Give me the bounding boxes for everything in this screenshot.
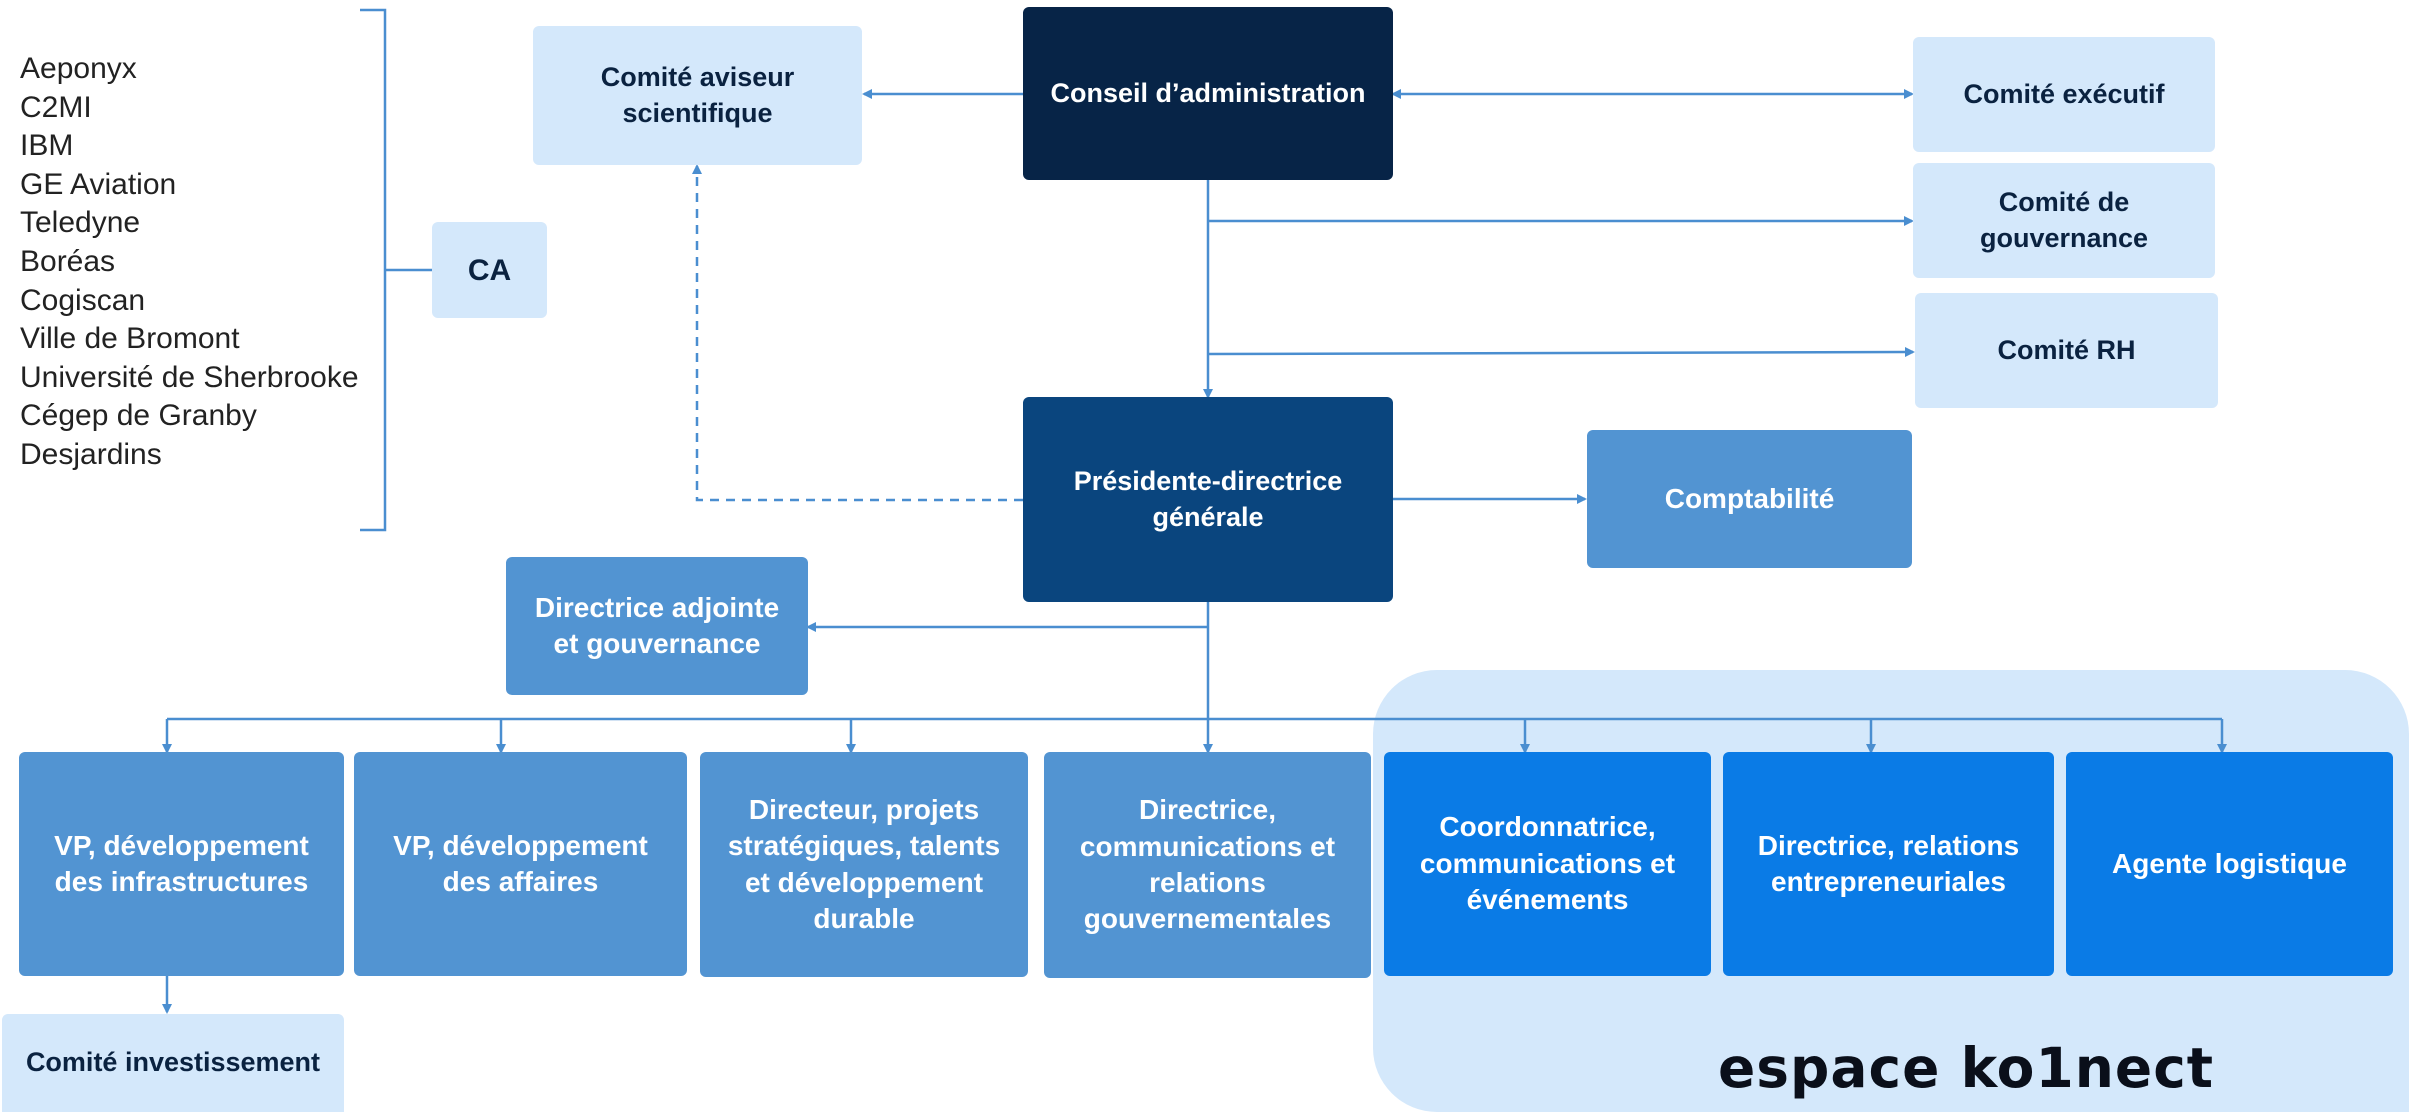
comptabilite-box: Comptabilité — [1587, 430, 1912, 568]
comite-executif-box: Comité exécutif — [1913, 37, 2215, 152]
to-rh-arrow — [1207, 347, 1915, 358]
agente-logistique-box: Agente logistique — [2066, 752, 2393, 976]
directeur-projets-box: Directeur, projets stratégiques, talents… — [700, 752, 1028, 977]
presidente-directrice-box: Présidente-directrice générale — [1023, 397, 1393, 602]
directrice-comm-gouv-box: Directrice, communications et relations … — [1044, 752, 1371, 978]
comite-aviseur-box: Comité aviseur scientifique — [533, 26, 862, 165]
member-item: C2MI — [20, 90, 92, 124]
member-item: Université de Sherbrooke — [20, 360, 359, 394]
member-item: Desjardins — [20, 437, 162, 471]
member-list: Aeponyx C2MI IBM GE Aviation Teledyne Bo… — [20, 50, 359, 475]
directrice-adjointe-box: Directrice adjointe et gouvernance — [506, 557, 808, 695]
comite-gouvernance-box: Comité de gouvernance — [1913, 163, 2215, 278]
coordonnatrice-box: Coordonnatrice, communications et événem… — [1384, 752, 1711, 976]
comite-investissement-box: Comité investissement — [2, 1014, 344, 1112]
ca-box: CA — [432, 222, 547, 318]
vp-affaires-box: VP, développement des affaires — [354, 752, 687, 976]
member-item: Teledyne — [20, 206, 141, 240]
member-item: Aeponyx — [20, 52, 137, 85]
member-item: Ville de Bromont — [20, 322, 240, 356]
comite-rh-box: Comité RH — [1915, 293, 2218, 408]
member-item: GE Aviation — [20, 167, 177, 201]
member-item: Cogiscan — [20, 283, 146, 317]
conseil-administration-box: Conseil d’administration — [1023, 7, 1393, 180]
presidente-to-aviseur-dashed-arrow — [692, 164, 1023, 502]
member-item: Cégep de Granby — [20, 399, 257, 433]
members-bracket — [360, 8, 387, 532]
espace-konnect-logo: espace ko1nect — [1718, 1036, 2215, 1100]
member-item: IBM — [20, 129, 74, 163]
vp-infrastructures-box: VP, développement des infrastructures — [19, 752, 344, 976]
member-item: Boréas — [20, 244, 116, 278]
directrice-relations-box: Directrice, relations entrepreneuriales — [1723, 752, 2054, 976]
